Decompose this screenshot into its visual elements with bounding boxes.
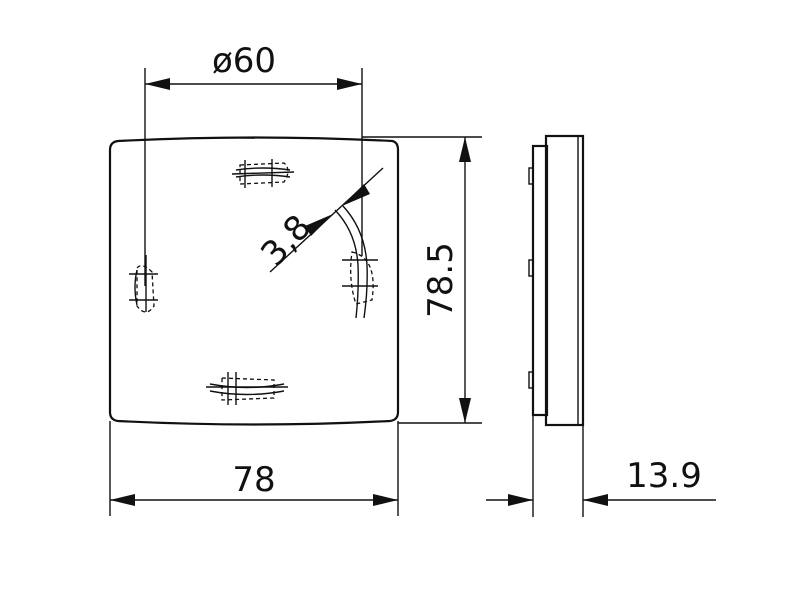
slot-width-label: 3,8	[253, 207, 319, 274]
depth-label: 13.9	[626, 456, 702, 496]
mounting-slot-top	[231, 159, 295, 188]
slot-width-dimension: 3,8	[253, 167, 384, 274]
front-plate-outline	[108, 136, 400, 426]
side-view	[528, 134, 585, 427]
mounting-slot-left	[129, 255, 158, 313]
mounting-slot-bottom	[206, 372, 288, 405]
mounting-slot-right	[334, 205, 378, 319]
diameter-label: ø60	[212, 41, 276, 81]
width-dimension: 78	[109, 421, 399, 516]
height-label: 78.5	[421, 242, 461, 318]
height-dimension: 78.5	[362, 136, 482, 424]
width-label: 78	[232, 460, 275, 500]
depth-dimension: 13.9	[486, 415, 716, 517]
diameter-dimension: ø60	[144, 41, 363, 286]
